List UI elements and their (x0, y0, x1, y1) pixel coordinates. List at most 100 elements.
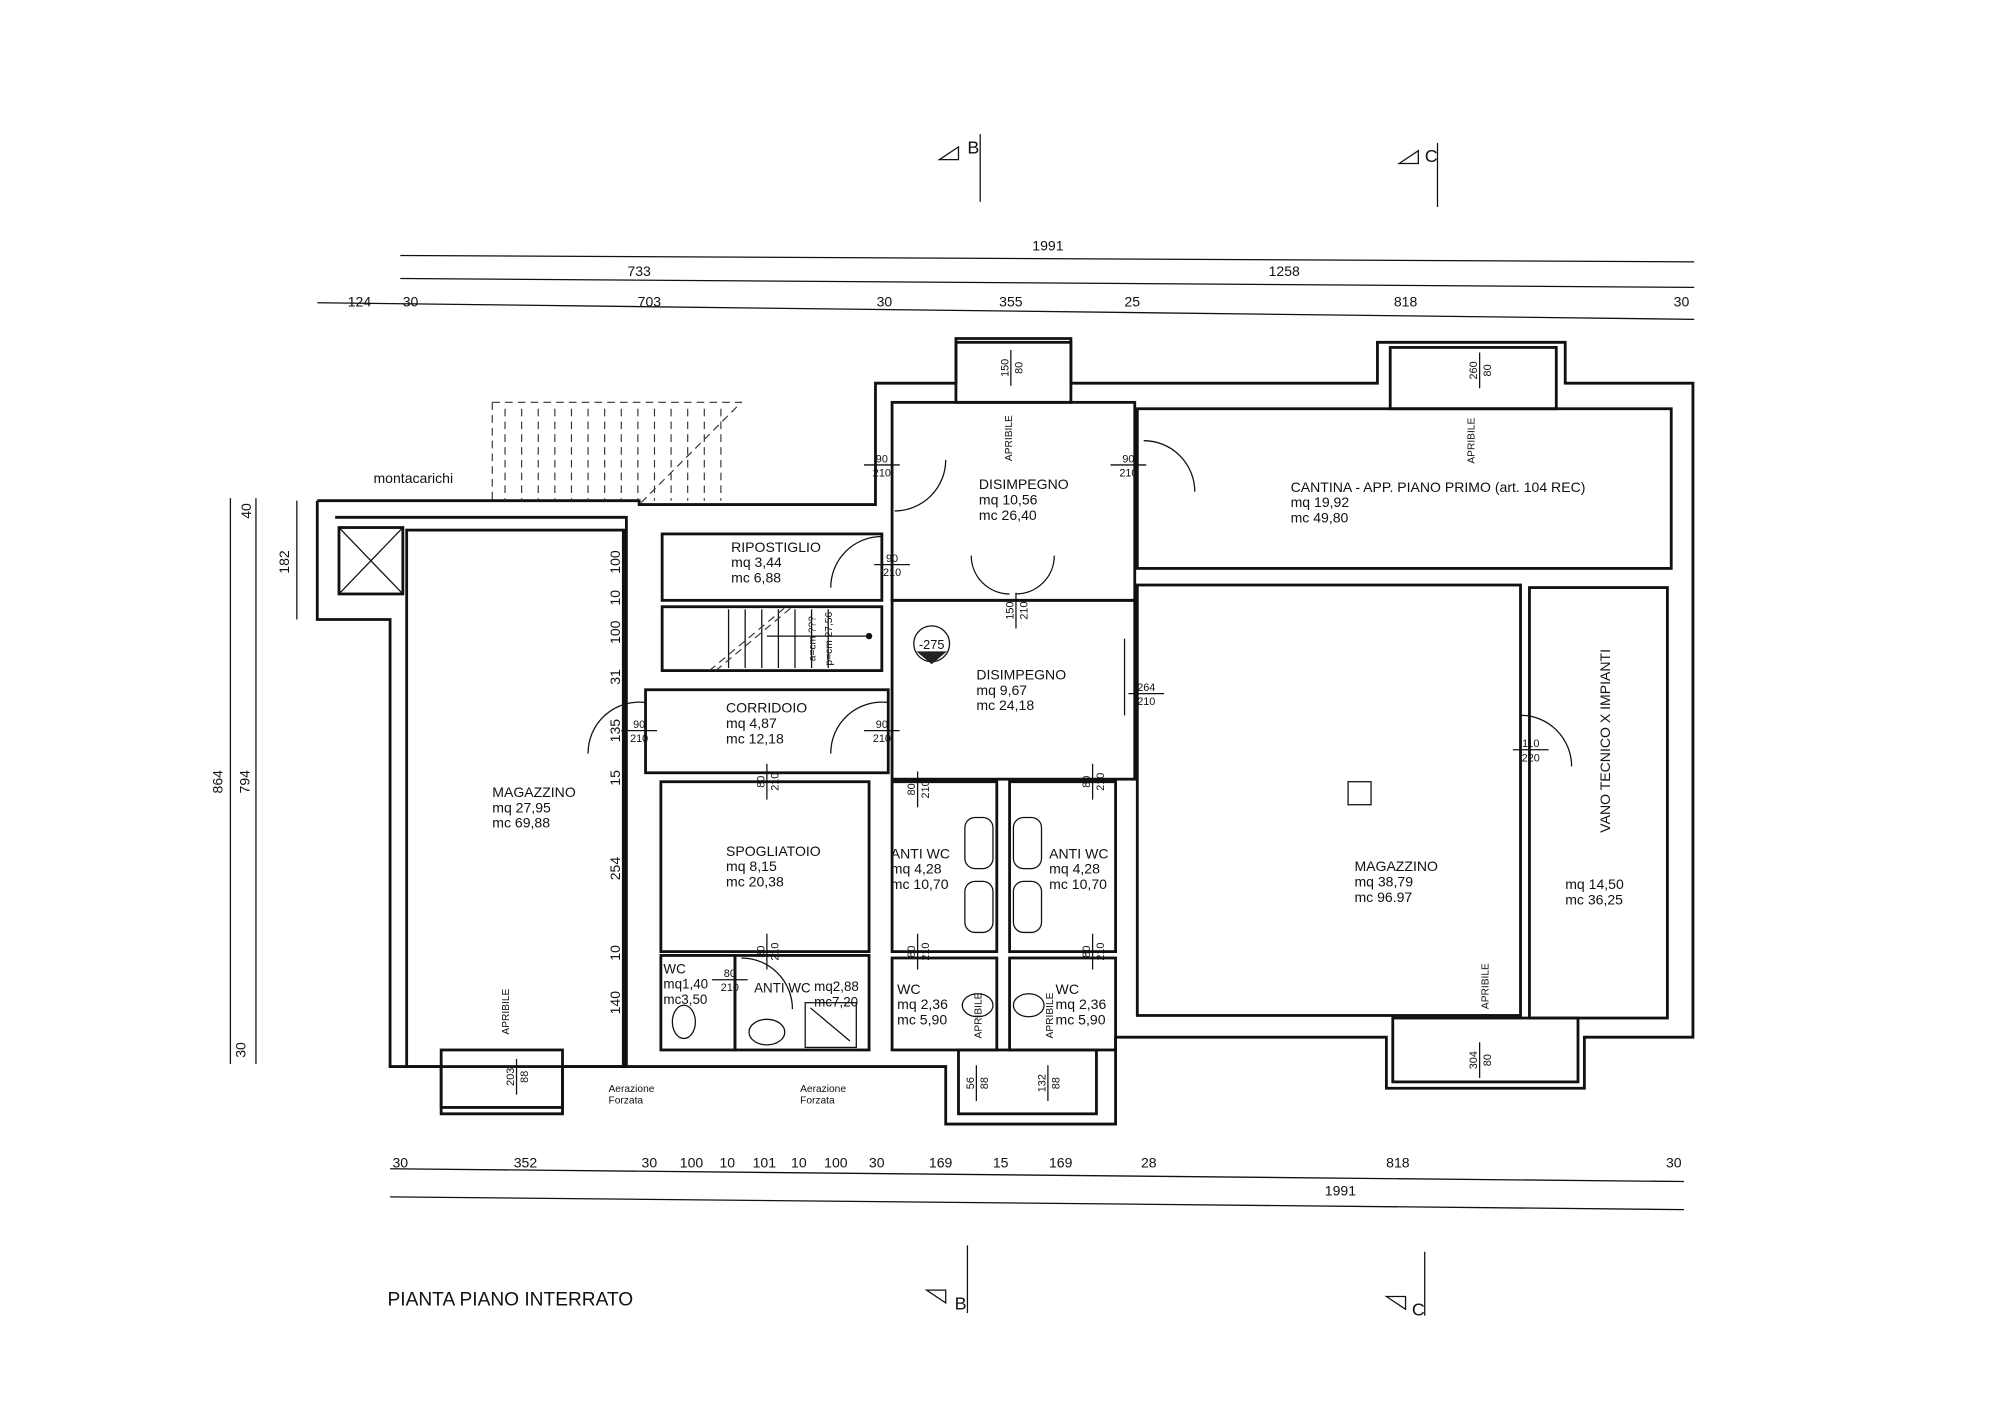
dim-top-row3: 355 (999, 294, 1023, 310)
section-mark-b: B (967, 137, 979, 157)
door-dimension-width: 110 (1522, 738, 1539, 750)
room-volume: mc 20,38 (726, 873, 784, 889)
level-marker: -275 (919, 637, 945, 652)
room-name: ANTI WC (891, 845, 950, 861)
door-dimension-height: 210 (920, 943, 932, 961)
room-area: mq 4,28 (891, 861, 942, 877)
room-volume: mc 49,80 (1291, 509, 1349, 525)
dim-inner-vertical: 10 (607, 590, 623, 606)
room-area: mq 8,15 (726, 858, 777, 874)
dim-inner-vertical: 100 (607, 550, 623, 574)
window-dimension-height: 80 (1013, 362, 1025, 374)
room-volume: mc 6,88 (731, 569, 781, 585)
room-area: mq 2,36 (897, 996, 948, 1012)
room-area: mq 14,50 (1565, 876, 1624, 892)
window-dimension-height: 80 (1482, 1054, 1494, 1066)
room-volume: mc 5,90 (1056, 1011, 1106, 1027)
apribile-label: APRIBILE (501, 988, 512, 1034)
door-dimension-width: 90 (886, 553, 898, 565)
dim-bottom-row1: 100 (680, 1154, 704, 1170)
room-area: mq 3,44 (731, 554, 782, 570)
drawing-title: PIANTA PIANO INTERRATO (388, 1289, 634, 1310)
dim-top-row2: 1258 (1269, 263, 1300, 279)
door-dimension-height: 210 (630, 733, 648, 745)
room-area: mq 38,79 (1354, 873, 1413, 889)
room-name: DISIMPEGNO (976, 667, 1066, 683)
room-name: MAGAZZINO (492, 784, 576, 800)
window-dimension-height: 80 (1482, 364, 1494, 376)
room-name: MAGAZZINO (1354, 858, 1438, 874)
dim-bottom-row1: 818 (1386, 1154, 1410, 1170)
door-dimension-height: 210 (873, 467, 891, 479)
room-area: mq 10,56 (979, 492, 1038, 508)
door-dimension-width: 90 (876, 453, 888, 465)
room-name: ANTI WC (754, 980, 811, 995)
door-dimension-height: 210 (1095, 773, 1107, 791)
room-volume: mc 26,40 (979, 507, 1037, 523)
dim-bottom-overall: 1991 (1325, 1183, 1356, 1199)
room-area: mq 2,36 (1056, 996, 1107, 1012)
door-dimension-height: 210 (1018, 602, 1030, 620)
door-dimension-width: 80 (755, 946, 767, 958)
dim-bottom-row1: 28 (1141, 1154, 1157, 1170)
dim-top-row3: 30 (1674, 294, 1690, 310)
door-dimension-width: 80 (1081, 946, 1093, 958)
dim-top-row3: 703 (638, 294, 662, 310)
room-volume: mc 24,18 (976, 697, 1034, 713)
room-volume: mc 10,70 (1049, 876, 1107, 892)
stair-tread-label: p=cm 27,56 (824, 612, 835, 666)
dim-left-top: 40 (238, 503, 254, 519)
dim-bottom-row1: 100 (824, 1154, 848, 1170)
door-dimension-height: 220 (1522, 752, 1540, 764)
dim-left-inner: 794 (237, 770, 253, 794)
window-dimension-height: 88 (519, 1071, 531, 1083)
door-dimension-width: 80 (906, 946, 918, 958)
window-dimension-width: 132 (1036, 1074, 1048, 1092)
stair-treads (504, 408, 829, 669)
apribile-label: APRIBILE (973, 992, 984, 1038)
room-area: mq 27,95 (492, 799, 551, 815)
dim-bottom-row1: 352 (514, 1154, 538, 1170)
dim-top-row3: 25 (1124, 294, 1140, 310)
dim-bottom-row1: 10 (791, 1154, 807, 1170)
door-dimension-height: 210 (721, 982, 739, 994)
room-name: CANTINA - APP. PIANO PRIMO (art. 104 REC… (1291, 479, 1586, 495)
window-dimension-width: 56 (965, 1077, 977, 1089)
window-dimension-width: 203 (505, 1068, 517, 1086)
aerazione-label: Forzata (800, 1096, 835, 1107)
room-name: ANTI WC (1049, 845, 1108, 861)
room-area: mq 4,87 (726, 715, 777, 731)
window-dimension-height: 88 (979, 1077, 991, 1089)
aerazione-label: Forzata (608, 1096, 643, 1107)
stair-riser-label: a=cm ??? (807, 616, 818, 661)
window-dimension-width: 304 (1468, 1051, 1480, 1069)
room-area: mq1,40 (663, 977, 708, 992)
dim-bottom-row1: 30 (392, 1154, 408, 1170)
apribile-label: APRIBILE (1481, 963, 1492, 1009)
room-name: DISIMPEGNO (979, 476, 1069, 492)
apribile-label: APRIBILE (1467, 418, 1478, 464)
window-dimension-height: 88 (1050, 1077, 1062, 1089)
door-dimension-height: 210 (883, 567, 901, 579)
door-dimension-height: 210 (769, 773, 781, 791)
dim-bottom-row1: 10 (719, 1154, 735, 1170)
dim-top-row2: 733 (627, 263, 651, 279)
room-volume: mc 12,18 (726, 730, 784, 746)
door-dimension-height: 210 (1137, 696, 1155, 708)
dim-bottom-row1: 169 (1049, 1154, 1073, 1170)
section-mark-c: C (1412, 1300, 1425, 1320)
dim-bottom-row1: 15 (993, 1154, 1009, 1170)
dim-top-overall: 1991 (1032, 237, 1063, 253)
apribile-label: APRIBILE (1045, 992, 1056, 1038)
